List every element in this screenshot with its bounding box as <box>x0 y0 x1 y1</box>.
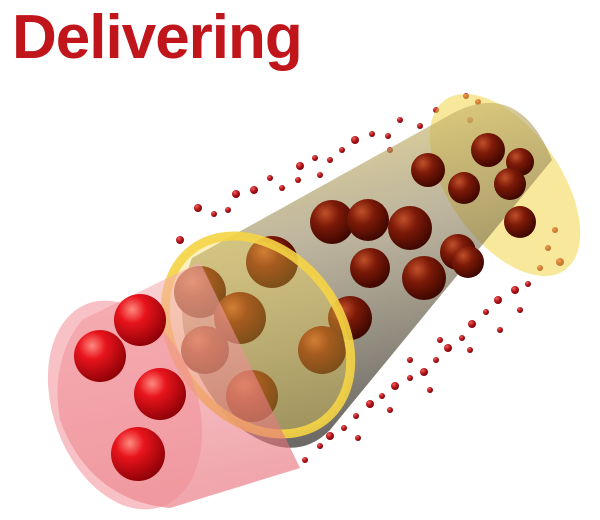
particle-dot <box>494 296 502 304</box>
red-sphere <box>111 427 165 481</box>
particle-dot <box>517 307 523 313</box>
red-sphere <box>114 294 166 346</box>
particle-dot <box>232 190 240 198</box>
particle-dot <box>427 387 433 393</box>
dark-sphere <box>347 199 389 241</box>
particle-dot <box>379 393 385 399</box>
dark-sphere <box>388 206 432 250</box>
particle-dot <box>407 357 413 363</box>
particle-dot <box>407 375 413 381</box>
dark-sphere <box>350 248 390 288</box>
particle-dot <box>353 413 359 419</box>
particle-dot <box>327 157 333 163</box>
particle-dot <box>176 236 184 244</box>
particle-dot <box>351 136 359 144</box>
dark-sphere <box>471 133 505 167</box>
particle-dot <box>459 335 465 341</box>
particle-dot <box>326 432 334 440</box>
particle-dot <box>468 320 476 328</box>
particle-dot <box>317 172 323 178</box>
particle-dot <box>417 123 423 129</box>
particle-dot <box>525 281 531 287</box>
particle-dot <box>295 177 301 183</box>
particle-dot <box>483 309 489 315</box>
particle-dot <box>385 133 391 139</box>
particle-dot <box>387 407 393 413</box>
dark-sphere <box>448 172 480 204</box>
particle-dot <box>194 204 202 212</box>
dark-sphere <box>298 326 346 374</box>
page-title: Delivering <box>12 3 303 72</box>
dark-sphere <box>310 200 354 244</box>
red-sphere <box>134 368 186 420</box>
dark-sphere <box>452 246 484 278</box>
particle-dot <box>339 147 345 153</box>
particle-dot <box>420 368 428 376</box>
red-spheres <box>74 294 186 481</box>
particle-dot <box>341 425 347 431</box>
particle-dot <box>467 347 473 353</box>
particle-dot <box>437 337 443 343</box>
particle-dot <box>317 443 323 449</box>
particle-dot <box>497 327 503 333</box>
particle-dot <box>302 457 308 463</box>
dark-sphere <box>411 153 445 187</box>
particle-dot <box>267 175 273 181</box>
particle-dot <box>355 435 361 441</box>
particle-dot <box>369 131 375 137</box>
particle-dot <box>211 211 217 217</box>
dark-sphere <box>402 256 446 300</box>
particle-dot <box>279 185 285 191</box>
dark-sphere <box>504 206 536 238</box>
particle-dot <box>397 117 403 123</box>
particle-dot <box>391 382 399 390</box>
particle-dot <box>225 207 231 213</box>
particle-dot <box>312 155 318 161</box>
particle-dot <box>444 344 452 352</box>
particle-dot <box>366 400 374 408</box>
particle-dot <box>511 286 519 294</box>
particle-dot <box>296 162 304 170</box>
particle-dot <box>250 186 258 194</box>
dark-sphere <box>494 168 526 200</box>
particle-dot <box>433 357 439 363</box>
red-sphere <box>74 330 126 382</box>
